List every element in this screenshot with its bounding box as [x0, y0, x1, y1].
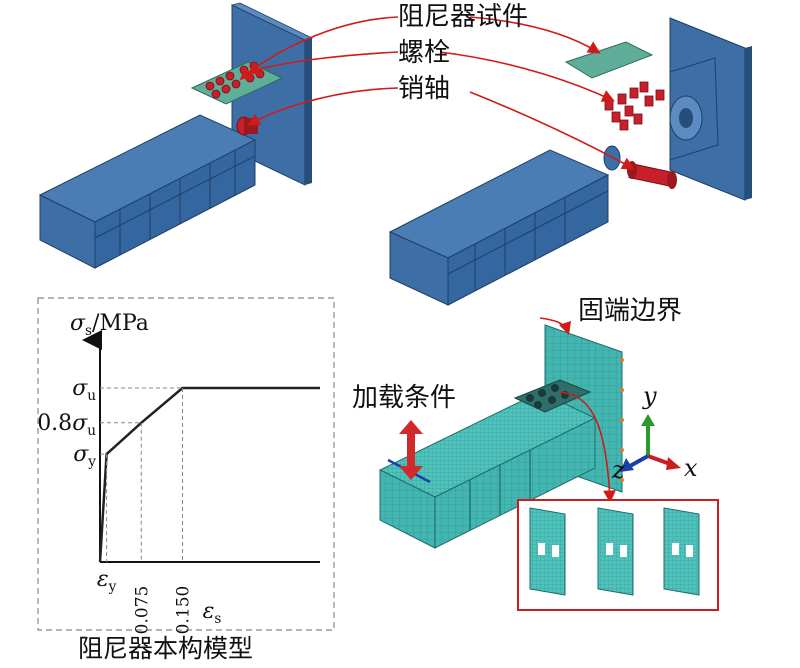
constitutive-curve	[98, 386, 320, 563]
chart-frame	[37, 297, 335, 631]
damper-plate-exploded	[564, 41, 654, 79]
axis-label-x: x	[684, 454, 698, 482]
bolt-group-exploded	[604, 81, 665, 131]
axis-label-z: z	[612, 456, 625, 484]
assembled-beam-model	[38, 2, 314, 269]
x-tick-label-2: 0.150	[174, 586, 194, 635]
load-arrow	[399, 420, 423, 480]
axis-label-y: y	[643, 382, 657, 410]
label-pin: 销轴	[398, 74, 451, 104]
y-axis-label: σs/MPa	[70, 311, 149, 339]
constitutive-chart: σs/MPa σu 0.8σu σy εy 0.075 0.150 εs	[37, 311, 320, 634]
y-tick-label-2: σy	[73, 442, 96, 470]
x-axis-label: εs	[203, 599, 222, 627]
x-tick-label-1: 0.075	[132, 586, 152, 635]
label-damper-specimen: 阻尼器试件	[398, 2, 529, 32]
fe-mesh-model	[378, 317, 719, 611]
label-loading-condition: 加载条件	[352, 383, 457, 413]
axis-triad	[620, 414, 681, 472]
callout-lines	[239, 16, 635, 170]
x-tick-label-0: εy	[97, 567, 117, 595]
label-bolt: 螺栓	[398, 38, 451, 68]
chart-title: 阻尼器本构模型	[78, 634, 254, 663]
y-tick-label-0: σu	[72, 376, 96, 404]
exploded-beam-model	[388, 17, 752, 306]
y-tick-label-1: 0.8σu	[37, 411, 96, 439]
label-fixed-boundary: 固端边界	[578, 296, 683, 326]
